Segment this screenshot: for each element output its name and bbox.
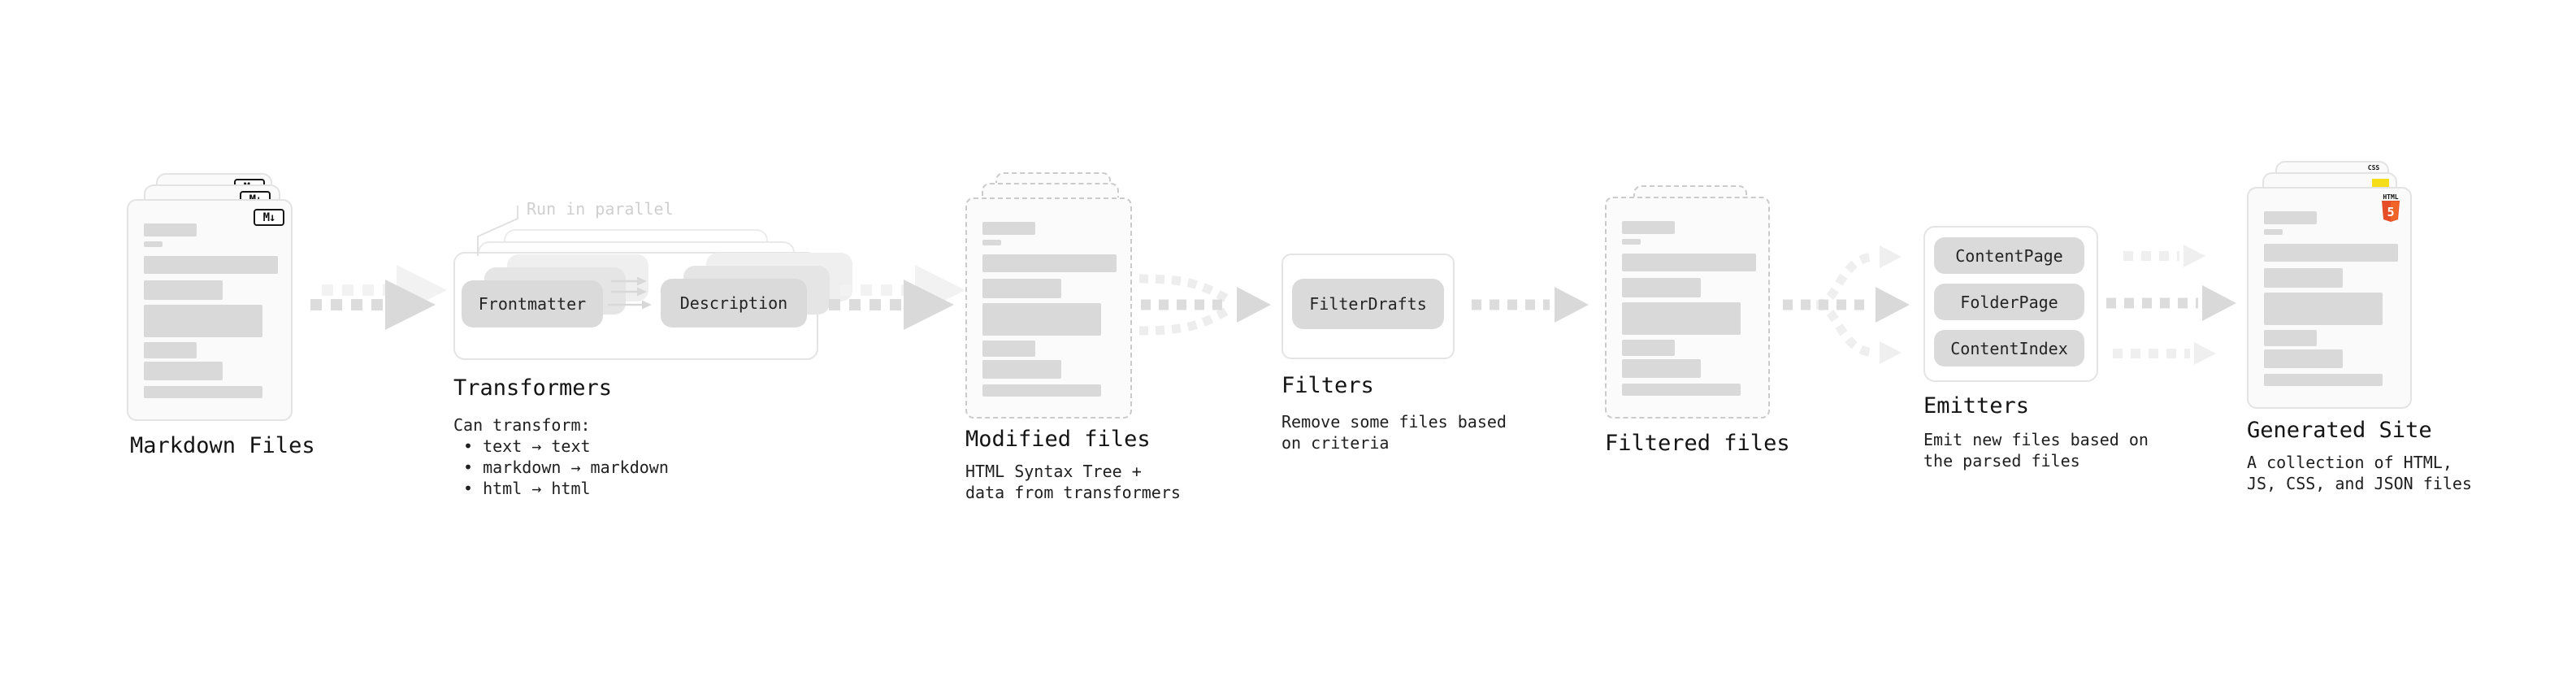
text-line-bar	[1622, 340, 1675, 356]
sublabel-line: JS, CSS, and JSON files	[2247, 474, 2472, 493]
stage-label: Emitters	[1923, 393, 2030, 419]
css-icon-label: CSS	[2367, 164, 2380, 171]
svg-text:5: 5	[2387, 205, 2394, 219]
stage-label: Transformers	[453, 375, 613, 401]
text-line-bar	[1622, 302, 1741, 335]
text-line-bar	[144, 280, 223, 300]
stage-label: Modified files	[965, 427, 1151, 452]
text-line-bar	[982, 279, 1061, 298]
sublabel-line: Remove some files based	[1281, 412, 1507, 432]
transformer-pill-description: Description	[661, 279, 807, 327]
sublabel-line: the parsed files	[1923, 451, 2080, 471]
stage-label: Filtered files	[1605, 431, 1790, 456]
js-icon	[2372, 179, 2389, 188]
emitter-pill-contentindex: ContentIndex	[1934, 330, 2084, 367]
text-line-bar	[1622, 278, 1701, 297]
stage-label: Generated Site	[2247, 418, 2432, 443]
parallel-arrows-emitters-to-site	[2106, 245, 2236, 365]
file-card: M↓	[127, 199, 293, 421]
arrow-transformers-to-modified	[829, 265, 965, 330]
filter-pill-filterdrafts: FilterDrafts	[1292, 279, 1444, 329]
split-arrow-filtered-to-emitters	[1783, 245, 1910, 364]
text-line-bar	[144, 342, 197, 358]
stage-filters: FilterDrafts Filters Remove some files b…	[1281, 254, 1507, 465]
file-card	[965, 197, 1132, 419]
stage-label: Markdown Files	[130, 433, 315, 458]
text-line-bar	[2264, 349, 2343, 368]
text-line-bar	[144, 223, 197, 236]
transform-step-arrows	[608, 276, 652, 310]
text-line-bar	[2264, 330, 2317, 346]
stage-modified-files: Modified files HTML Syntax Tree + data f…	[965, 172, 1181, 514]
text-line-bar	[982, 340, 1035, 357]
text-line-bar	[144, 256, 278, 274]
arrow-filters-to-filtered	[1472, 287, 1589, 323]
text-line-bar	[144, 241, 163, 247]
stage-transformers: Frontmatter Description Run in parallel …	[453, 199, 852, 520]
sublabel-line: HTML Syntax Tree +	[965, 462, 1142, 481]
run-in-parallel-callout-line	[477, 206, 518, 256]
text-line-bar	[144, 305, 262, 337]
sublabel-line: Emit new files based on	[1923, 430, 2149, 449]
text-line-bar	[2264, 268, 2343, 288]
sublabel-line: A collection of HTML,	[2247, 453, 2452, 472]
transformers-capabilities: Can transform: • text → text • markdown …	[453, 414, 669, 499]
text-line-bar	[1622, 221, 1675, 234]
text-line-bar	[1622, 239, 1641, 245]
capability-item: • markdown → markdown	[463, 458, 669, 477]
file-card-html: HTML 5	[2247, 187, 2412, 409]
transformer-pill-frontmatter: Frontmatter	[462, 280, 603, 327]
stage-sublabel: Remove some files based on criteria	[1281, 411, 1507, 453]
sublabel-line: on criteria	[1281, 433, 1390, 453]
text-line-bar	[2264, 244, 2398, 262]
markdown-icon: M↓	[254, 209, 284, 226]
text-line-bar	[982, 222, 1035, 235]
emitter-pill-contentpage: ContentPage	[1934, 237, 2084, 274]
text-line-bar	[982, 303, 1101, 336]
stage-markdown-files: M↓ M↓ M↓ Markdown Files	[127, 161, 338, 486]
text-line-bar	[1622, 384, 1741, 396]
file-card	[1605, 197, 1770, 419]
document-text-placeholder	[144, 223, 278, 398]
html5-icon-label: HTML	[2383, 193, 2399, 201]
merge-arrow-modified-to-filters	[1138, 274, 1271, 336]
text-line-bar	[2264, 374, 2383, 386]
text-line-bar	[1622, 359, 1701, 378]
stage-sublabel: Emit new files based on the parsed files	[1923, 429, 2149, 471]
document-text-placeholder	[1622, 221, 1756, 396]
text-line-bar	[144, 386, 262, 398]
text-line-bar	[982, 254, 1117, 272]
stage-sublabel: HTML Syntax Tree + data from transformer…	[965, 461, 1181, 503]
sublabel-line: data from transformers	[965, 483, 1181, 502]
stage-generated-site: CSS HTML 5 Generated Site A collection o…	[2247, 161, 2483, 502]
text-line-bar	[1622, 254, 1756, 271]
stage-label: Filters	[1281, 373, 1374, 398]
capability-item: • html → html	[463, 479, 591, 498]
capabilities-title: Can transform:	[453, 415, 591, 435]
stage-sublabel: A collection of HTML, JS, CSS, and JSON …	[2247, 452, 2472, 494]
text-line-bar	[982, 360, 1061, 379]
text-line-bar	[982, 384, 1101, 397]
run-in-parallel-annotation: Run in parallel	[527, 199, 674, 219]
text-line-bar	[2264, 211, 2317, 224]
text-line-bar	[2264, 229, 2283, 235]
document-text-placeholder	[2264, 211, 2398, 386]
emitter-pill-folderpage: FolderPage	[1934, 284, 2084, 320]
arrow-markdown-to-transformers	[310, 265, 447, 330]
html5-shield: 5	[2382, 201, 2400, 222]
document-text-placeholder	[982, 222, 1117, 397]
text-line-bar	[982, 240, 1001, 245]
stage-filtered-files: Filtered files	[1605, 185, 1816, 510]
text-line-bar	[144, 362, 223, 380]
capability-item: • text → text	[463, 436, 591, 456]
stage-emitters: ContentPage FolderPage ContentIndex Emit…	[1923, 226, 2149, 471]
text-line-bar	[2264, 293, 2383, 325]
html5-icon: HTML 5	[2380, 193, 2401, 223]
